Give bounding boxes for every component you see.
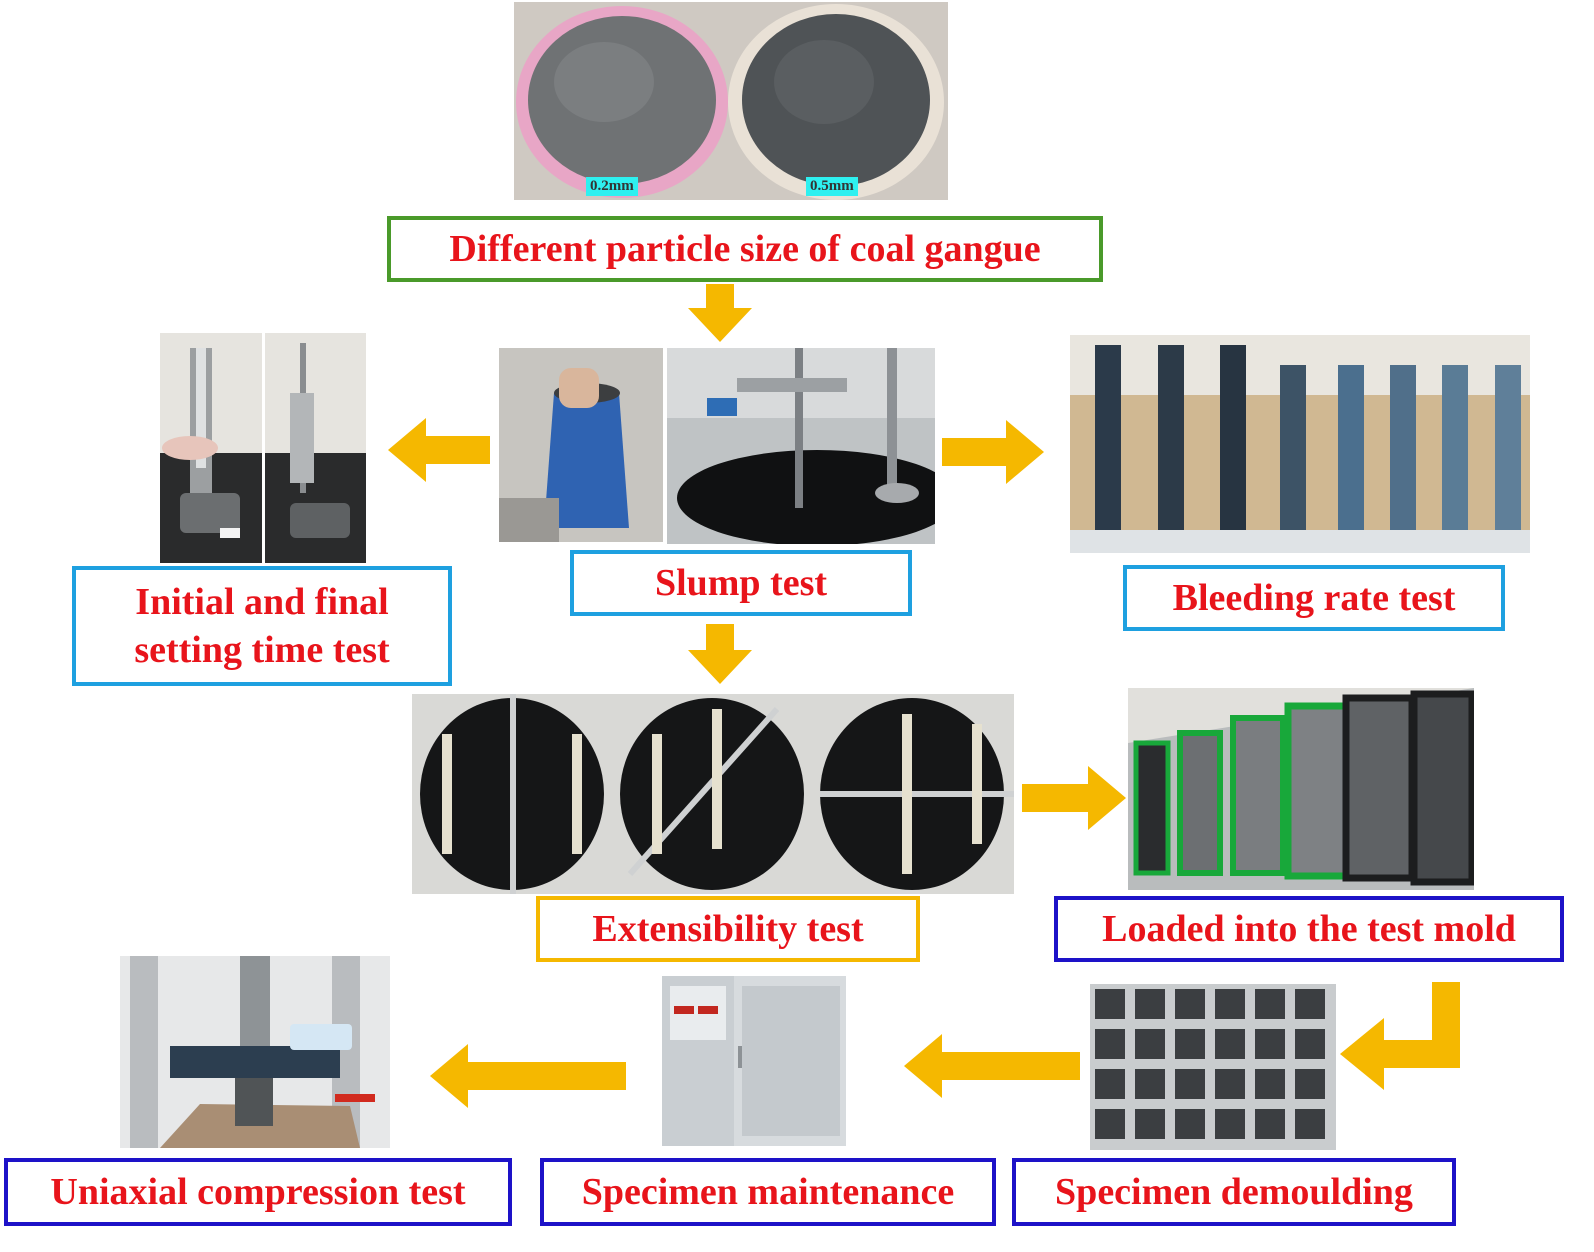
bleeding-cylinders-photo [1070,335,1530,553]
coal-gangue-photo: 0.2mm 0.5mm [514,2,948,200]
setting-time-label-line1: Initial and final [135,581,389,623]
extensibility-photo [412,694,1014,894]
bowl-size-tag-right: 0.5mm [806,177,858,196]
test-mold-photo [1128,688,1474,890]
right-arrow-icon [942,420,1044,484]
slump-measure-photo [667,348,935,544]
slump-cone-photo [499,348,663,542]
specimen-maintenance-label: Specimen maintenance [540,1158,996,1226]
down-arrow-icon [688,284,752,342]
bent-arrow-icon [1340,982,1464,1092]
setting-time-label-line2: setting time test [134,629,390,671]
setting-time-label: Initial and final setting time test [72,566,452,686]
compression-machine-photo [120,956,390,1148]
particle-size-label: Different particle size of coal gangue [387,216,1103,282]
curing-cabinet-photo [662,976,846,1152]
left-arrow-icon [388,418,490,482]
test-mold-label: Loaded into the test mold [1054,896,1564,962]
extensibility-label: Extensibility test [536,896,920,962]
left-arrow-icon [904,1034,1080,1098]
bleeding-rate-label: Bleeding rate test [1123,565,1505,631]
down-arrow-icon [688,624,752,684]
bowl-size-tag-left: 0.2mm [586,177,638,196]
left-arrow-icon [430,1044,626,1108]
setting-time-photo [160,333,366,563]
right-arrow-icon [1022,766,1126,830]
compression-test-label: Uniaxial compression test [4,1158,512,1226]
specimen-demoulding-label: Specimen demoulding [1012,1158,1456,1226]
slump-test-label: Slump test [570,550,912,616]
demoulded-specimens-photo [1090,984,1336,1150]
